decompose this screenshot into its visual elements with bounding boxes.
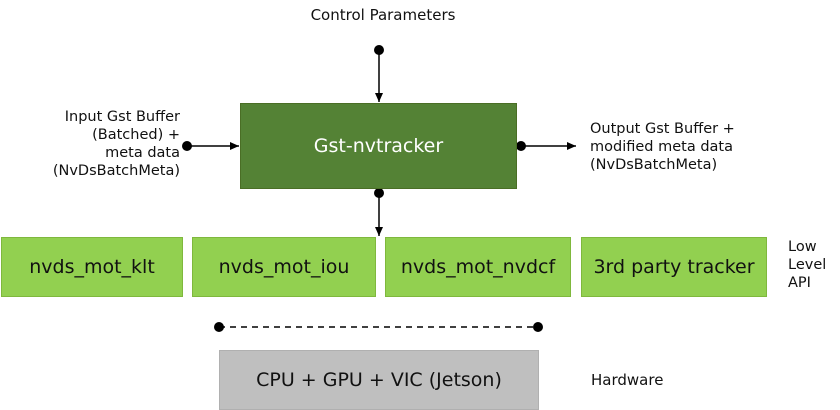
library-label: nvds_mot_klt — [29, 256, 155, 278]
library-arrow — [374, 188, 384, 236]
input-arrow — [182, 141, 239, 151]
library-box-klt: nvds_mot_klt — [1, 237, 183, 297]
hardware-label: Hardware — [591, 371, 664, 389]
input-label-line: meta data — [105, 145, 180, 161]
hardware-dashed-connector — [214, 322, 543, 332]
control-arrow — [374, 45, 384, 102]
output-arrow — [516, 141, 576, 151]
control-parameters-label: Control Parameters — [310, 6, 456, 24]
output-label-line: modified meta data — [590, 139, 733, 155]
library-box-nvdcf: nvds_mot_nvdcf — [385, 237, 571, 297]
low-level-api-label: Low Level API — [788, 238, 838, 292]
gst-nvtracker-box: Gst-nvtracker — [240, 103, 517, 189]
library-label: nvds_mot_nvdcf — [400, 256, 556, 278]
output-label-line: Output Gst Buffer + — [590, 121, 735, 137]
gst-nvtracker-label: Gst-nvtracker — [313, 135, 444, 157]
library-label: nvds_mot_iou — [218, 256, 350, 278]
library-label: 3rd party tracker — [593, 256, 755, 278]
input-label-line: Input Gst Buffer — [64, 109, 180, 125]
input-buffer-label: Input Gst Buffer (Batched) + meta data (… — [30, 108, 180, 180]
low-level-line: Low — [788, 239, 817, 255]
input-label-line: (NvDsBatchMeta) — [52, 163, 180, 179]
library-box-third-party: 3rd party tracker — [581, 237, 767, 297]
output-buffer-label: Output Gst Buffer + modified meta data (… — [590, 120, 790, 174]
input-label-line: (Batched) + — [92, 127, 180, 143]
low-level-line: API — [788, 275, 811, 291]
output-label-line: (NvDsBatchMeta) — [590, 157, 718, 173]
hardware-box-label: CPU + GPU + VIC (Jetson) — [256, 369, 502, 391]
library-box-iou: nvds_mot_iou — [192, 237, 376, 297]
hardware-box: CPU + GPU + VIC (Jetson) — [219, 350, 539, 410]
low-level-line: Level — [788, 257, 827, 273]
